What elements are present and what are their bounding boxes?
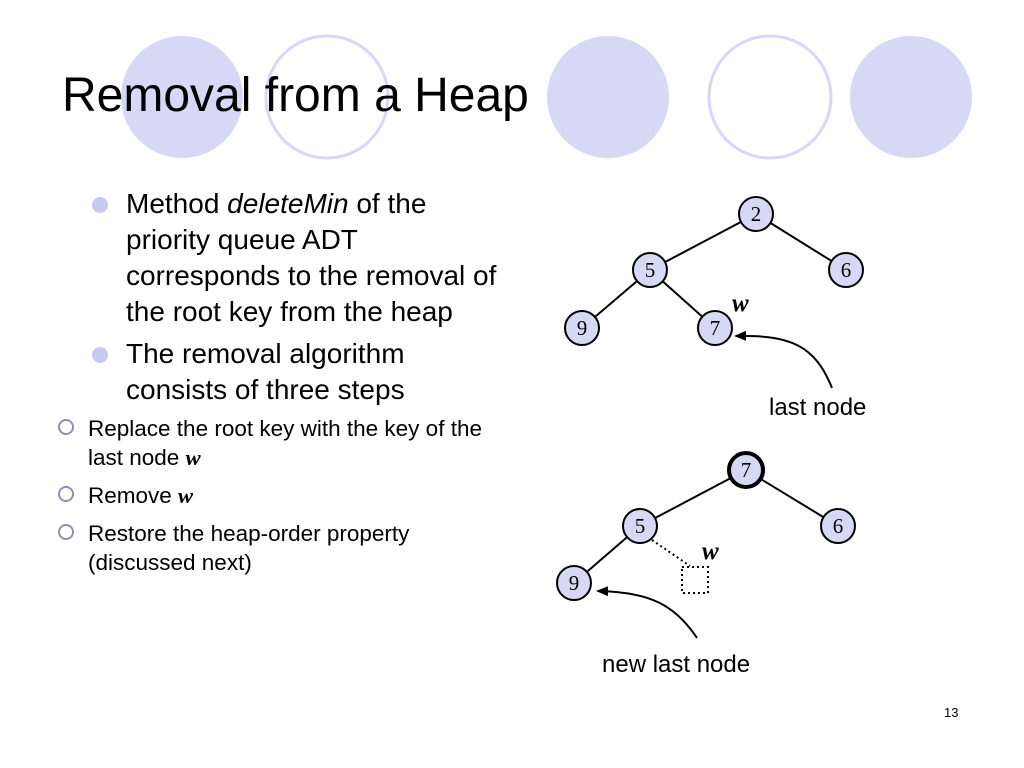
bullet-ring-icon	[58, 419, 74, 435]
page-number: 13	[944, 705, 959, 720]
sub-bullet-text: Replace the root key with the key of the…	[88, 416, 482, 470]
node-key: 5	[645, 258, 656, 282]
method-name: deleteMin	[227, 188, 349, 219]
decorative-circles	[121, 34, 972, 160]
bullet-text: Method	[126, 188, 228, 219]
w-label: w	[732, 290, 749, 317]
sub-bullet-item: Restore the heap-order property (discuss…	[5, 519, 508, 577]
node-key: 7	[741, 458, 752, 482]
heap-node	[697, 310, 733, 346]
decor-circle	[264, 34, 390, 160]
slide-title: Removal from a Heap	[62, 69, 529, 122]
heap-node	[738, 196, 774, 232]
heap-node	[564, 310, 600, 346]
heap-node	[556, 565, 592, 601]
node-key: 2	[751, 202, 762, 226]
variable-w: w	[178, 483, 194, 508]
caption-last-node: last node	[769, 394, 866, 421]
sub-bullet-item: Replace the root key with the key of the…	[5, 414, 508, 472]
decor-circle	[121, 36, 243, 158]
caption-new-last-node: new last node	[602, 651, 750, 678]
heap-node	[828, 252, 864, 288]
bullet-text: of the priority queue ADT corresponds to…	[126, 188, 497, 327]
bullet-text: The removal algorithm consists of three …	[126, 338, 405, 405]
bullet-ring-icon	[58, 524, 74, 540]
bullet-dot-icon	[92, 197, 108, 213]
bullet-ring-icon	[58, 486, 74, 502]
node-key: 7	[710, 316, 721, 340]
variable-w: w	[185, 445, 201, 470]
sub-bullet-text: Remove	[88, 483, 179, 508]
heap-node	[727, 451, 765, 489]
decor-circle	[850, 36, 972, 158]
node-key: 6	[841, 258, 852, 282]
decor-circle	[707, 34, 833, 160]
w-label: w	[702, 538, 719, 565]
bullet-dot-icon	[92, 347, 108, 363]
decor-circle	[547, 36, 669, 158]
sub-bullet-item: Remove w	[5, 481, 508, 510]
node-key: 9	[577, 316, 588, 340]
sub-bullet-text: Restore the heap-order property (discuss…	[88, 521, 410, 575]
bullet-list: Method deleteMin of the priority queue A…	[58, 186, 508, 586]
bullet-item: Method deleteMin of the priority queue A…	[88, 186, 508, 330]
heap-node	[820, 508, 856, 544]
heap-before: 2 5 6 9 7 w last node	[564, 196, 866, 421]
heap-after: 7 5 6 9 w new last node	[556, 451, 856, 678]
heap-node	[632, 252, 668, 288]
node-key: 9	[569, 571, 580, 595]
tree-edge	[649, 213, 757, 271]
pointer-arrow	[734, 330, 833, 389]
node-key: 5	[635, 514, 646, 538]
heap-node	[622, 508, 658, 544]
removed-node-placeholder	[681, 566, 709, 594]
pointer-arrow	[596, 586, 698, 639]
removed-edge	[651, 539, 691, 567]
bullet-item: The removal algorithm consists of three …	[88, 336, 508, 408]
node-key: 6	[833, 514, 844, 538]
tree-edge	[639, 469, 747, 527]
